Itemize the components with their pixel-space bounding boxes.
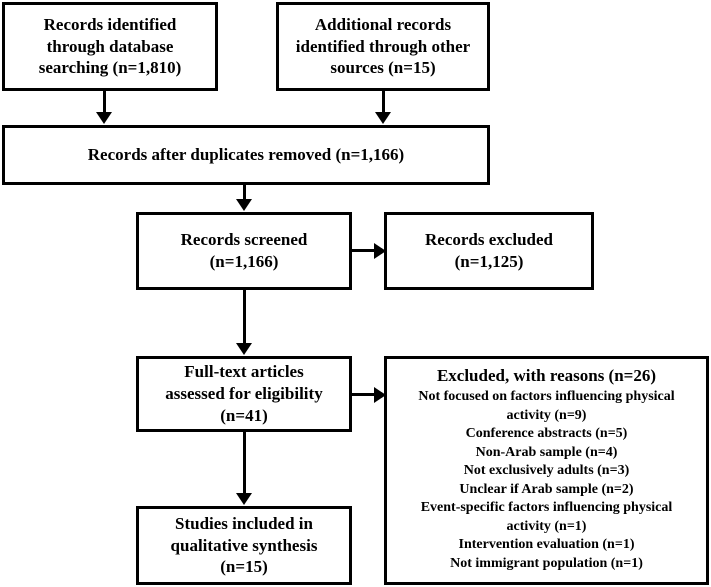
connector-dedup-to-screened xyxy=(243,185,246,201)
box-line: qualitative synthesis xyxy=(170,535,318,555)
connector-fulltext-to-reasons xyxy=(352,393,376,396)
box-records-identified-database: Records identified through database sear… xyxy=(2,2,218,91)
reason-item: Unclear if Arab sample (n=2) xyxy=(459,481,634,497)
box-line: sources (n=15) xyxy=(330,58,436,78)
box-line: Full-text articles xyxy=(184,362,304,382)
box-line: Records after duplicates removed (n=1,16… xyxy=(87,145,405,165)
reason-item: Conference abstracts (n=5) xyxy=(465,426,628,442)
arrowhead-dedup-to-screened xyxy=(236,199,252,211)
connector-fulltext-to-included xyxy=(243,432,246,494)
box-line: Records screened xyxy=(180,230,308,250)
box-records-excluded: Records excluded (n=1,125) xyxy=(384,212,594,290)
box-records-screened: Records screened (n=1,166) xyxy=(136,212,352,290)
arrowhead-screened-to-fulltext xyxy=(236,343,252,355)
box-line: Studies included in xyxy=(175,513,313,533)
reason-item: Event-specific factors influencing physi… xyxy=(420,500,673,516)
box-excluded-with-reasons: Excluded, with reasons (n=26) Not focuse… xyxy=(384,356,709,585)
box-studies-included: Studies included in qualitative synthesi… xyxy=(136,506,352,585)
connector-other-to-dedup xyxy=(382,91,385,115)
box-line: (n=15) xyxy=(220,557,268,577)
connector-screened-to-fulltext xyxy=(243,290,246,344)
box-line: searching (n=1,810) xyxy=(38,58,182,78)
reason-item: Not immigrant population (n=1) xyxy=(450,555,643,571)
arrowhead-screened-to-excluded xyxy=(374,243,386,259)
excluded-reasons-title: Excluded, with reasons (n=26) xyxy=(436,366,657,385)
box-line: Records excluded xyxy=(425,230,553,250)
reason-item: Non-Arab sample (n=4) xyxy=(475,444,618,460)
box-line: through database xyxy=(46,36,174,56)
box-line: (n=1,125) xyxy=(454,252,524,271)
box-full-text-assessed: Full-text articles assessed for eligibil… xyxy=(136,356,352,432)
reason-item: Not focused on factors influencing physi… xyxy=(418,389,675,405)
arrowhead-fulltext-to-reasons xyxy=(374,387,386,403)
arrowhead-database-to-dedup xyxy=(96,112,112,124)
box-line: identified through other xyxy=(295,36,471,56)
arrowhead-other-to-dedup xyxy=(375,112,391,124)
reason-item-cont: activity (n=9) xyxy=(506,407,587,423)
box-line: (n=1,166) xyxy=(209,252,279,271)
box-additional-records-other-sources: Additional records identified through ot… xyxy=(276,2,490,91)
box-line: Records identified xyxy=(43,14,177,34)
box-line: (n=41) xyxy=(220,405,268,425)
box-line: Additional records xyxy=(314,14,452,34)
reason-item-cont: activity (n=1) xyxy=(506,518,587,534)
box-records-after-duplicates-removed: Records after duplicates removed (n=1,16… xyxy=(2,125,490,185)
reason-item: Intervention evaluation (n=1) xyxy=(458,537,635,553)
arrowhead-fulltext-to-included xyxy=(236,493,252,505)
reason-item: Not exclusively adults (n=3) xyxy=(463,463,630,479)
box-line: assessed for eligibility xyxy=(165,384,323,404)
connector-screened-to-excluded xyxy=(352,249,376,252)
connector-database-to-dedup xyxy=(103,91,106,115)
